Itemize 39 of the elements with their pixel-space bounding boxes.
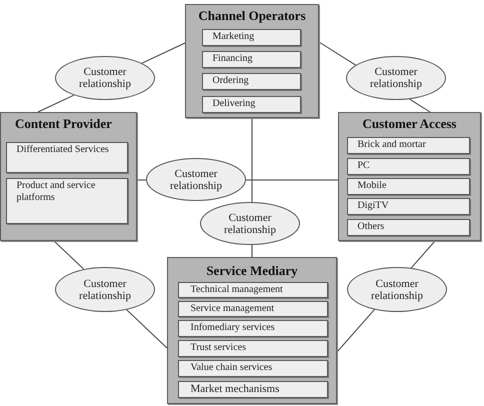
group-title: Content Provider (14, 116, 113, 132)
item-box: Financing (202, 50, 300, 68)
item-box: Brick and mortar (346, 136, 470, 154)
item-box: Service management (178, 300, 328, 316)
group-box (185, 4, 319, 118)
group-title: Service Mediary (205, 263, 299, 279)
connector-line (336, 309, 375, 352)
item-box: Others (346, 218, 470, 236)
item-box: Differentiated Services (6, 142, 128, 172)
group-title: Channel Operators (197, 8, 307, 24)
item-box: Delivering (202, 96, 300, 112)
relationship-ellipse: Customer relationship (346, 56, 446, 100)
connector-line (410, 240, 436, 268)
connector-line (141, 42, 186, 64)
connector-line (409, 98, 430, 112)
group-box (167, 257, 337, 404)
relationship-ellipse: Customer relationship (146, 158, 246, 201)
item-box: Product and service platforms (6, 178, 128, 224)
item-box: Trust services (178, 340, 328, 356)
group-title: Customer Access (362, 116, 458, 132)
item-box: Infomediary services (178, 320, 328, 336)
group-box (338, 112, 481, 241)
item-box: Value chain services (178, 360, 328, 376)
connector-line (54, 240, 84, 270)
relationship-ellipse: Customer relationship (200, 202, 300, 245)
connector-line (126, 309, 168, 348)
relationship-ellipse: Customer relationship (347, 267, 447, 312)
item-box: Ordering (202, 72, 300, 90)
item-box: Marketing (202, 28, 300, 46)
item-box: Mobile (346, 178, 470, 194)
item-box: PC (346, 158, 470, 174)
connector-line (38, 94, 74, 112)
connector-line (318, 42, 356, 66)
group-box (0, 112, 137, 241)
item-box: DigiTV (346, 198, 470, 214)
item-box: Technical management (178, 282, 328, 298)
relationship-ellipse: Customer relationship (55, 56, 155, 100)
item-box: Market mechanisms (178, 380, 328, 398)
relationship-ellipse: Customer relationship (55, 267, 155, 312)
